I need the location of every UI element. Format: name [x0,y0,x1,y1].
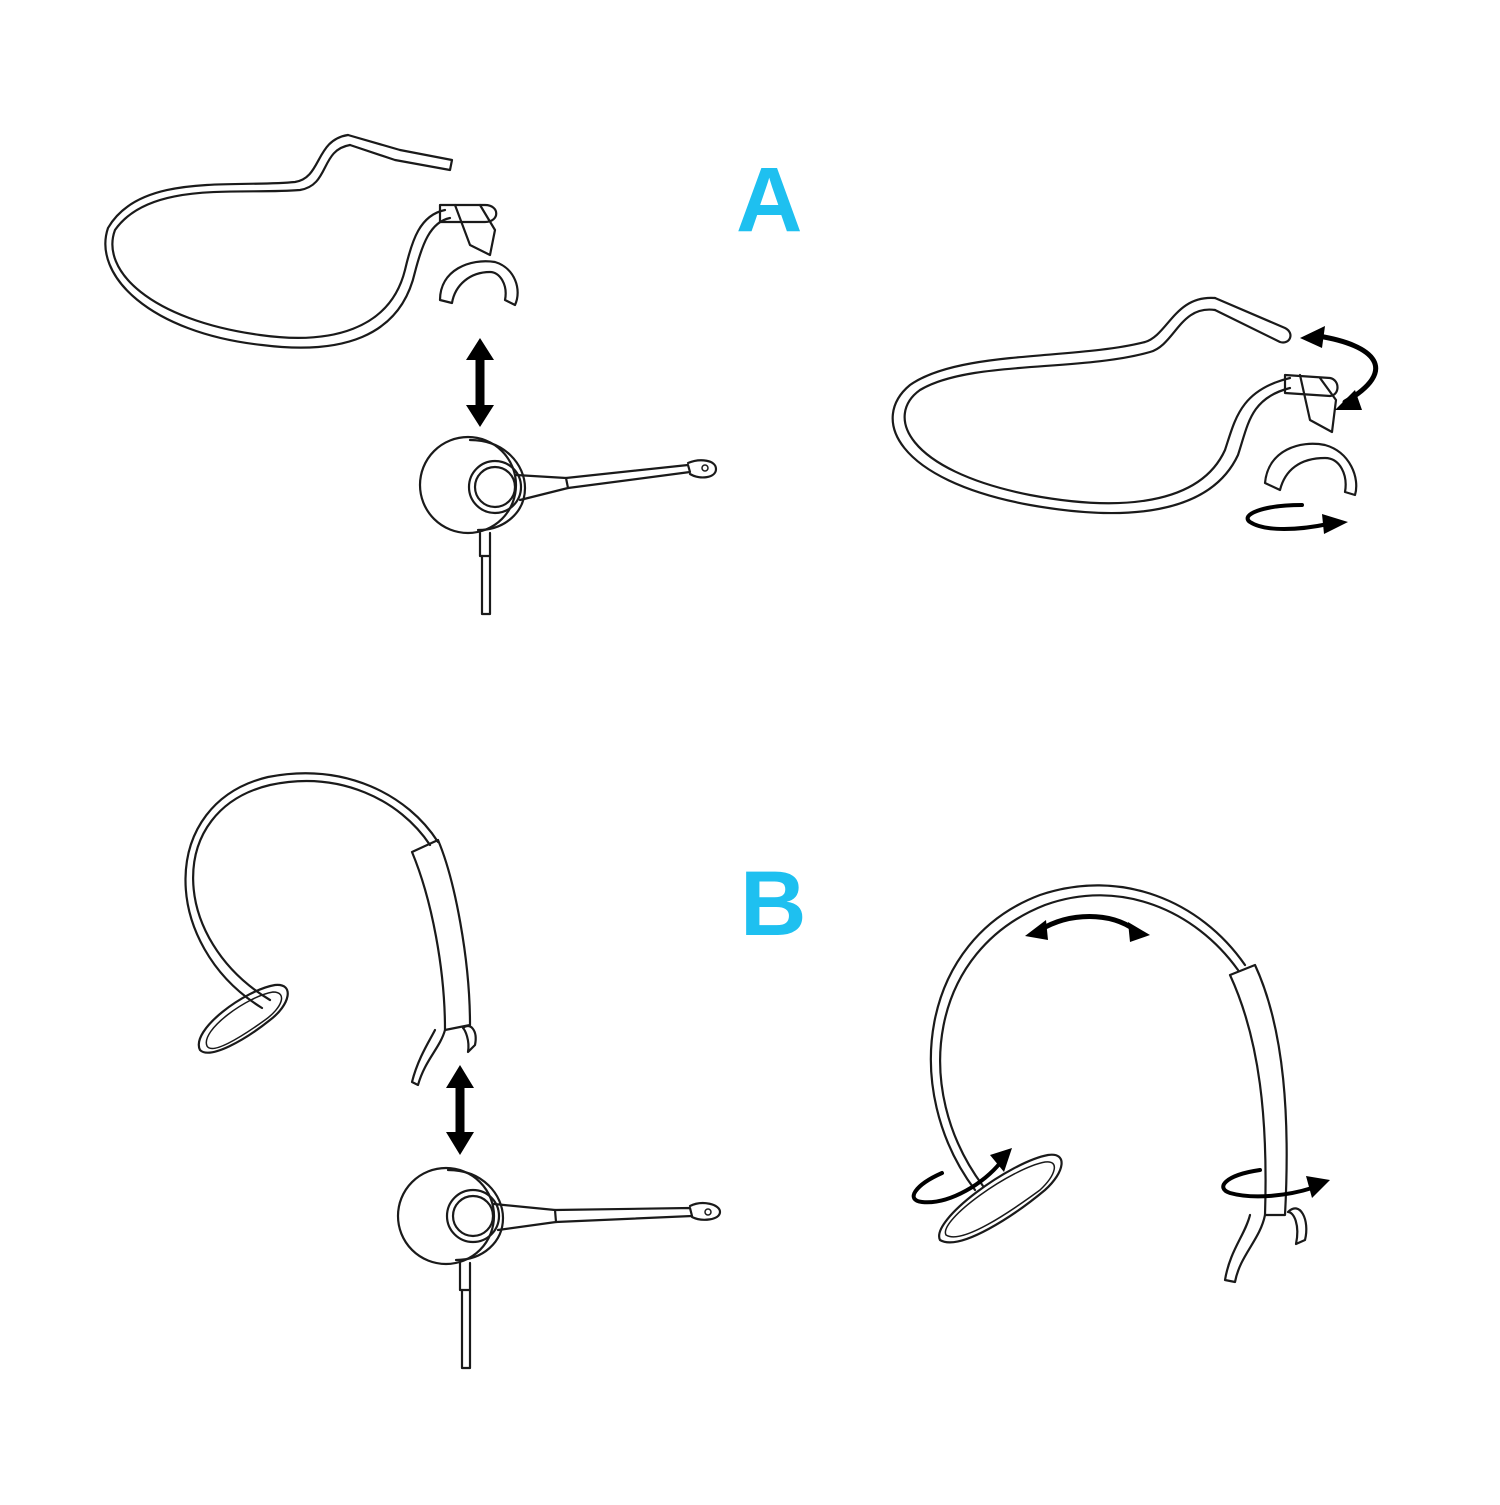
adjust-arrow-b [1025,914,1150,942]
headband-illustration-b-right [929,884,1308,1284]
section-label-a: A [736,149,803,251]
rotate-pad-arrow-b [911,1148,1012,1205]
pivot-arrow-a [1300,326,1379,410]
section-label-b: B [740,853,807,955]
neckband-illustration-a-left [104,133,519,349]
attach-arrow-a [466,338,494,427]
rotate-arrow-a [1245,503,1348,534]
earpiece-illustration-a [418,435,718,616]
attach-arrow-b [446,1065,474,1155]
headband-illustration-b-left [184,772,477,1087]
earpiece-illustration-b [396,1166,722,1370]
neckband-illustration-a-right [891,296,1358,515]
rotate-clip-arrow-b [1221,1168,1330,1199]
